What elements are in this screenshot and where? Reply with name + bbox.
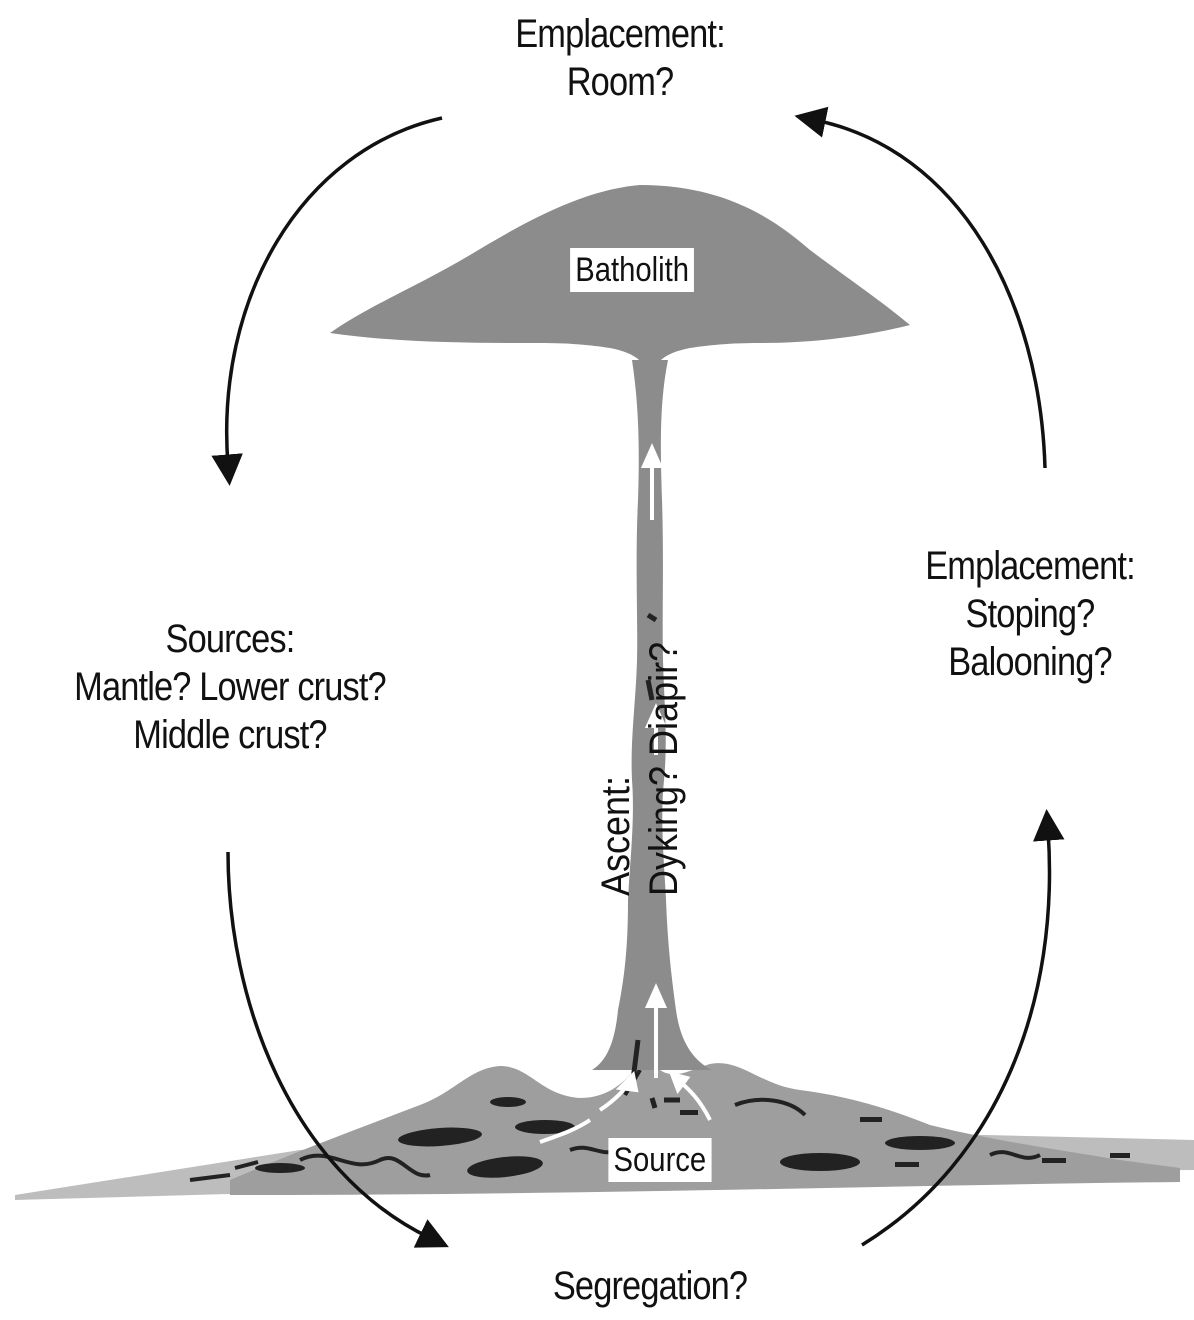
emplacement-top-heading: Emplacement: [515,12,725,56]
segregation-label: Segregation? [552,1264,748,1308]
source-zone [230,1063,1180,1195]
emplacement-right-ballooning: Balooning? [948,640,1112,684]
source-label: Source [608,1138,712,1182]
arrow-to-emplacement-top [794,106,1047,469]
ascent-heading: Ascent: [594,775,638,896]
cycle-arrows [211,106,1065,1248]
emplacement-right-stoping: Stoping? [965,592,1096,636]
sources-heading: Sources: [165,617,296,661]
arrow-to-emplacement-right [861,809,1065,1247]
arrow-to-sources [211,116,443,486]
sources-label: Sources: Mantle? Lower crust? Middle cru… [58,615,402,759]
emplacement-right-label: Emplacement: Stoping? Balooning? [905,542,1154,686]
arrow-to-segregation [226,851,449,1248]
ascent-mechanisms: Dyking? Diapir? [642,641,686,896]
emplacement-top-label: Emplacement: Room? [491,10,749,106]
emplacement-right-heading: Emplacement: [925,544,1135,588]
flow-arrows [539,443,712,1144]
batholith-label: Batholith [570,248,695,292]
melt-lenses [255,1097,1130,1178]
emplacement-top-room: Room? [566,60,674,104]
sources-middle: Middle crust? [133,713,327,757]
ascent-label: Ascent: Dyking? Diapir? [592,500,688,896]
sources-mantle-lower: Mantle? Lower crust? [74,665,387,709]
